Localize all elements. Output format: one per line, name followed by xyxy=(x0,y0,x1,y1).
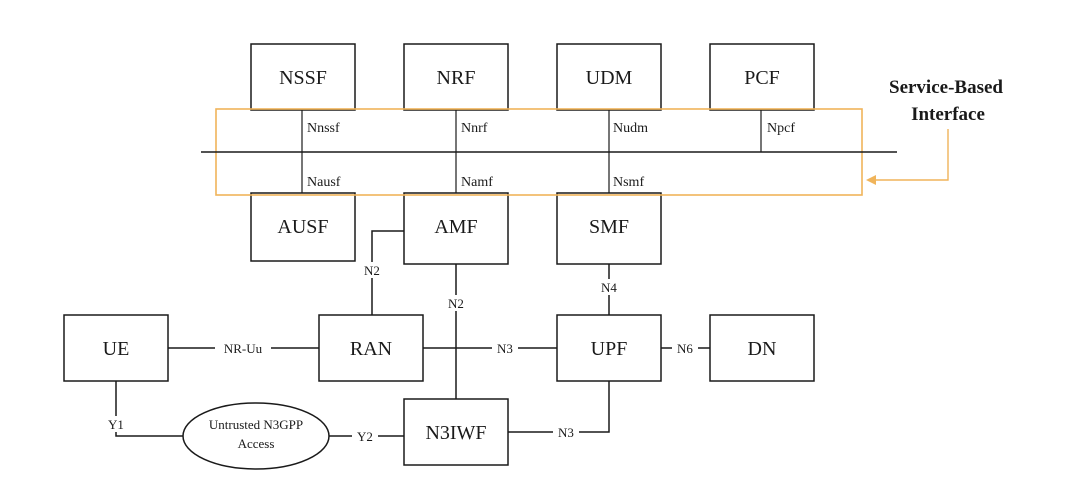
udm-label: UDM xyxy=(586,67,633,89)
nrf-label: NRF xyxy=(437,67,476,89)
n3-ran-label: N3 xyxy=(497,341,513,356)
sbi-pointer-arrow xyxy=(866,129,949,185)
dn-label: DN xyxy=(748,338,777,360)
amf-ran-n2-link xyxy=(371,230,404,315)
npcf-label: Npcf xyxy=(767,121,795,136)
pcf-node[interactable]: PCF xyxy=(709,43,815,111)
nssf-node[interactable]: NSSF xyxy=(250,43,356,111)
nausf-label: Nausf xyxy=(307,175,341,190)
dn-node[interactable]: DN xyxy=(709,314,815,382)
smf-node[interactable]: SMF xyxy=(556,192,662,265)
amf-label: AMF xyxy=(434,216,477,238)
nnrf-label: Nnrf xyxy=(461,121,488,136)
smf-label: SMF xyxy=(589,216,629,238)
nssf-label: NSSF xyxy=(279,67,327,89)
upf-node[interactable]: UPF xyxy=(556,314,662,382)
nudm-label: Nudm xyxy=(613,121,648,136)
ausf-label: AUSF xyxy=(277,216,328,238)
n3iwf-upf-n3-link xyxy=(508,381,610,433)
n2-n3iwf-label: N2 xyxy=(448,296,464,311)
sbi-title-line2: Interface xyxy=(911,104,985,125)
amf-node[interactable]: AMF xyxy=(403,192,509,265)
nnssf-label: Nnssf xyxy=(307,121,340,136)
namf-label: Namf xyxy=(461,175,493,190)
y1-label: Y1 xyxy=(108,417,124,432)
ue-untrusted-y1-link xyxy=(115,381,183,437)
ran-label: RAN xyxy=(350,338,392,360)
y2-label: Y2 xyxy=(357,429,373,444)
ausf-node[interactable]: AUSF xyxy=(250,192,356,262)
n3-n3iwf-label: N3 xyxy=(558,425,574,440)
udm-node[interactable]: UDM xyxy=(556,43,662,111)
upf-label: UPF xyxy=(591,338,628,360)
n2-ran-label: N2 xyxy=(364,263,380,278)
untrusted-access-line2: Access xyxy=(238,436,275,451)
n3iwf-label: N3IWF xyxy=(425,422,486,444)
nrf-node[interactable]: NRF xyxy=(403,43,509,111)
n4-label: N4 xyxy=(601,280,617,295)
n3iwf-node[interactable]: N3IWF xyxy=(403,398,509,466)
n6-label: N6 xyxy=(677,341,693,356)
nsmf-label: Nsmf xyxy=(613,175,644,190)
nruu-label: NR-Uu xyxy=(224,341,263,356)
ran-node[interactable]: RAN xyxy=(318,314,424,382)
ue-node[interactable]: UE xyxy=(63,314,169,382)
sbi-title-line1: Service-Based xyxy=(889,77,1003,98)
untrusted-n3gpp-access-node[interactable]: Untrusted N3GPP Access xyxy=(182,402,330,470)
untrusted-access-line1: Untrusted N3GPP xyxy=(209,417,303,432)
pcf-label: PCF xyxy=(744,67,780,89)
ue-label: UE xyxy=(103,338,130,360)
